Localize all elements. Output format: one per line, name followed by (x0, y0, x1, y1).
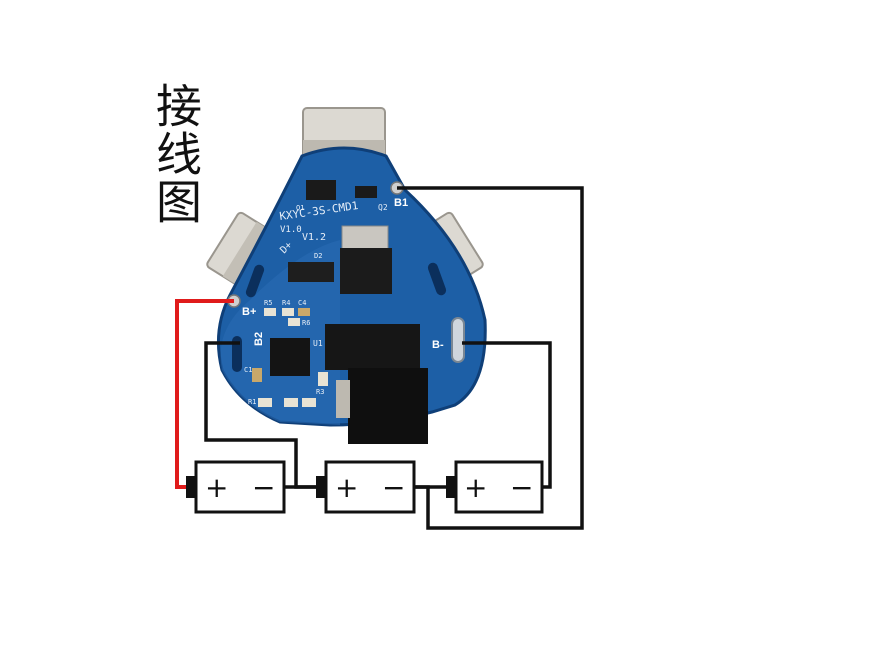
dc-jack-body (348, 368, 428, 444)
resistor-r3a (284, 398, 298, 407)
b2-slot (232, 336, 242, 372)
resistor-r1 (258, 398, 272, 407)
q1-mosfet (306, 180, 336, 200)
pcb-r6: R6 (302, 319, 310, 327)
battery-3-cap (446, 476, 456, 498)
battery-2-body (324, 460, 416, 514)
battery-1-body (194, 460, 286, 514)
battery-1-minus: − (252, 471, 275, 504)
capacitor-c1 (252, 368, 262, 382)
dc-jack-top (325, 324, 420, 370)
u1-chip (270, 338, 310, 376)
components (252, 180, 428, 444)
resistor-r4 (282, 308, 294, 316)
capacitor-c4 (298, 308, 310, 316)
d2-diode (288, 262, 334, 282)
battery-2: + − (316, 460, 416, 514)
pcb-c4: C4 (298, 299, 306, 307)
wire-bminus (462, 341, 552, 489)
dc-jack-pin (336, 380, 350, 418)
q3-mosfet-body (340, 248, 392, 294)
bminus-slot (451, 317, 465, 363)
right-slot (427, 262, 447, 296)
left-slot (245, 264, 265, 298)
resistor-r3c (318, 372, 328, 386)
pcb-q1: Q1 (296, 204, 304, 212)
pad-bminus-label: B- (432, 339, 444, 351)
q2-chip (355, 186, 377, 198)
pcb-version-a: V1.0 (280, 225, 302, 235)
diagram-title: 接线图 (149, 82, 203, 226)
pcb-q2: Q2 (378, 203, 388, 212)
battery-2-cap (316, 476, 326, 498)
battery-3-body (454, 460, 544, 514)
battery-1-plus: + (205, 471, 228, 504)
resistor-r3b (302, 398, 316, 407)
pcb-d2: D2 (314, 252, 322, 260)
battery-3-plus: + (464, 471, 487, 504)
resistor-r5 (264, 308, 276, 316)
battery-3: + − (446, 460, 544, 514)
q3-mosfet-tab (341, 225, 389, 251)
pcb-u1: U1 (313, 339, 323, 348)
pcb-c1: C1 (244, 366, 252, 374)
resistor-r6 (288, 318, 300, 326)
battery-1: + − (186, 460, 286, 514)
pcb-board-shade (220, 240, 340, 425)
pad-bplus-label: B+ (242, 306, 256, 318)
battery-2-plus: + (335, 471, 358, 504)
pcb-r1: R1 (248, 398, 256, 406)
pcb-r4: R4 (282, 299, 290, 307)
pad-b1-label: B1 (394, 197, 408, 209)
pcb-r3: R3 (316, 388, 324, 396)
pad-b2-label: B2 (253, 332, 265, 346)
battery-1-cap (186, 476, 196, 498)
battery-2-minus: − (382, 471, 405, 504)
battery-3-minus: − (510, 471, 533, 504)
pcb-version-b: V1.2 (302, 232, 326, 243)
pcb-r5: R5 (264, 299, 272, 307)
